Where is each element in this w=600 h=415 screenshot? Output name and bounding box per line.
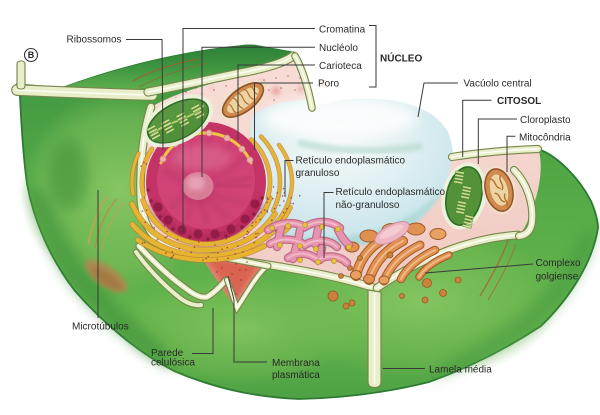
svg-text:Cloroplasto: Cloroplasto [520,115,571,126]
svg-text:Complexo: Complexo [536,258,581,269]
svg-text:Vacúolo central: Vacúolo central [464,79,532,90]
svg-text:Retículo endoplasmático: Retículo endoplasmático [296,156,406,167]
svg-text:golgiense: golgiense [536,272,579,283]
svg-text:Carioteca: Carioteca [319,61,362,72]
svg-text:plasmática: plasmática [272,370,320,381]
svg-text:Mitocôndria: Mitocôndria [519,133,571,144]
svg-text:Ribossomos: Ribossomos [67,35,122,46]
svg-text:Microtúbulos: Microtúbulos [72,322,129,333]
svg-text:Cromatina: Cromatina [319,25,366,36]
svg-text:Poro: Poro [318,79,340,90]
svg-text:Lamela média: Lamela média [429,365,492,376]
svg-text:granuloso: granuloso [296,168,340,179]
svg-text:não-granuloso: não-granuloso [336,200,400,211]
svg-text:Parede: Parede [151,348,184,359]
svg-text:NÚCLEO: NÚCLEO [380,52,422,65]
svg-text:B: B [28,50,35,60]
svg-text:celulósica: celulósica [151,358,195,369]
svg-text:Retículo endoplasmático: Retículo endoplasmático [336,187,446,198]
svg-text:Membrana: Membrana [272,358,320,369]
svg-text:CITOSOL: CITOSOL [497,96,541,107]
svg-text:Nucléolo: Nucléolo [319,43,358,54]
